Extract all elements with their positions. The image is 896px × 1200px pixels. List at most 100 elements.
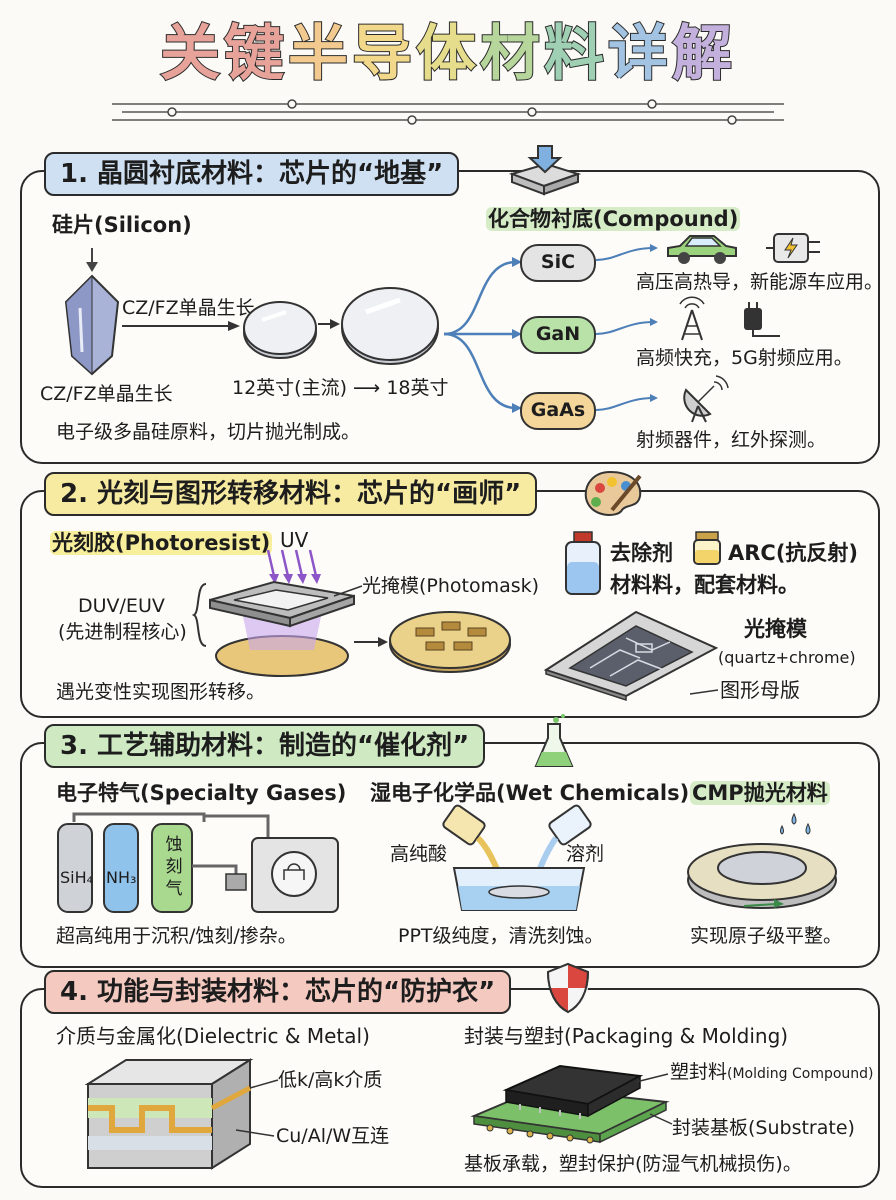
duv-euv-label: DUV/EUV xyxy=(78,595,165,617)
material-sic: SiC xyxy=(520,244,596,282)
wafer-12-icon xyxy=(243,301,317,359)
compound-branch-lines xyxy=(443,257,522,413)
molding-en-text: (Molding Compound) xyxy=(727,1066,874,1082)
mask-desc-pointer xyxy=(689,689,719,695)
section-1-heading: 1. 晶圆衬底材料：芯片的“地基” xyxy=(44,152,460,196)
aux-materials-label: 材料料，配套材料。 xyxy=(610,573,799,597)
silicon-label: 硅片(Silicon) xyxy=(52,213,192,237)
shield-icon xyxy=(546,962,590,1014)
cell-tower-icon xyxy=(679,296,705,341)
growth-arrow-label: CZ/FZ单晶生长 xyxy=(122,297,255,319)
gan-desc: 高频快充，5G射频应用。 xyxy=(636,347,853,369)
wafer-arrow xyxy=(318,319,340,329)
lowk-label: 低k/高k介质 xyxy=(278,1069,383,1091)
photoresist-note: 遇光变性实现图形转移。 xyxy=(56,681,266,703)
exposure-setup-icon xyxy=(209,580,355,677)
wet-bath-icon xyxy=(442,804,592,911)
gas-sih4-label: SiH₄ xyxy=(60,868,94,887)
gaas-desc: 射频器件，红外探测。 xyxy=(636,429,827,451)
interconnect-block-icon xyxy=(84,1058,254,1170)
cmp-note: 实现原子级平整。 xyxy=(690,925,843,947)
title-char-7: 料 xyxy=(543,18,608,90)
solvent-label: 溶剂 xyxy=(566,843,605,865)
cmp-label-text: CMP抛光材料 xyxy=(690,781,830,805)
cmp-pad-icon xyxy=(687,812,837,909)
gas-etch-char-3: 气 xyxy=(165,879,183,899)
wet-note: PPT级纯度，清洗刻蚀。 xyxy=(398,925,604,947)
wafer-size-caption: 12英寸(主流) ⟶ 18英寸 xyxy=(232,377,449,399)
uv-label: UV xyxy=(280,528,309,552)
lowk-pointer xyxy=(249,1079,279,1089)
packaging-label: 封装与塑封(Packaging & Molding) xyxy=(464,1024,789,1048)
section-3-heading: 3. 工艺辅助材料：制造的“催化剂” xyxy=(44,724,486,768)
remover-label: 去除剂 xyxy=(610,541,673,565)
electric-car-icon xyxy=(667,235,737,264)
cmp-label: CMP抛光材料 xyxy=(690,780,830,806)
title-char-1: 关 xyxy=(159,18,224,90)
section-lithography xyxy=(20,490,880,718)
photomask-plate-icon xyxy=(543,610,719,702)
gas-nh3-label: NH₃ xyxy=(106,868,137,887)
gases-note: 超高纯用于沉积/蚀刻/掺杂。 xyxy=(56,925,297,947)
growth-arrow xyxy=(122,321,240,331)
circuit-divider xyxy=(112,99,784,125)
ingot-caption: CZ/FZ单晶生长 xyxy=(40,383,173,405)
section-4-heading: 4. 功能与封装材料：芯片的“防护衣” xyxy=(44,970,512,1014)
title-char-3: 半 xyxy=(287,18,352,90)
chip-package-icon xyxy=(470,1064,670,1144)
charger-icon xyxy=(766,233,820,263)
title-char-4: 导 xyxy=(351,18,416,90)
remover-bottle-icon xyxy=(565,531,601,595)
mask-title: 光掩模 xyxy=(744,617,807,641)
photoresist-label-text: 光刻胶(Photoresist) xyxy=(50,531,273,555)
material-gaas: GaAs xyxy=(520,392,596,430)
palette-icon xyxy=(584,470,642,516)
section-2-heading: 2. 光刻与图形转移材料：芯片的“画师” xyxy=(44,472,538,516)
gas-etch-char-1: 蚀 xyxy=(165,835,183,855)
molding-pointer xyxy=(635,1073,669,1083)
photomask-label: 光掩模(Photomask) xyxy=(362,575,540,597)
flask-icon xyxy=(534,714,574,767)
cu-pointer xyxy=(235,1129,275,1137)
gas-etch-label: 蚀 刻 气 xyxy=(162,834,186,900)
arc-jar-icon xyxy=(693,531,721,565)
arc-label: ARC(抗反射) xyxy=(728,541,859,565)
usb-charger-icon xyxy=(744,302,780,337)
photoresist-label: 光刻胶(Photoresist) xyxy=(50,530,273,556)
compound-label-text: 化合物衬底(Compound) xyxy=(486,207,741,231)
cu-label: Cu/Al/W互连 xyxy=(276,1125,390,1147)
download-box-icon xyxy=(508,145,582,196)
gas-cylinders-icon xyxy=(57,812,339,913)
substrate-pointer xyxy=(649,1113,673,1125)
packaging-note: 基板承载，塑封保护(防湿气机械损伤)。 xyxy=(464,1153,802,1175)
material-gan: GaN xyxy=(520,316,596,354)
title-char-2: 键 xyxy=(223,18,288,90)
pattern-arrow xyxy=(354,637,388,647)
mask-pointer xyxy=(333,585,363,597)
title-char-9: 解 xyxy=(671,18,736,90)
gaas-arrow xyxy=(595,394,658,411)
mask-desc: 图形母版 xyxy=(720,678,800,702)
page-title: 关键半导体材料详解 xyxy=(0,14,896,94)
satellite-dish-icon xyxy=(683,375,729,423)
patterned-wafer-icon xyxy=(389,611,511,673)
substrate-label: 封装基板(Substrate) xyxy=(672,1117,855,1139)
acid-label: 高纯酸 xyxy=(390,843,448,865)
mask-subtitle: (quartz+chrome) xyxy=(718,648,856,667)
title-char-8: 详 xyxy=(607,18,672,90)
gas-etch-char-2: 刻 xyxy=(165,857,183,877)
gan-arrow xyxy=(595,318,658,335)
title-char-6: 材 xyxy=(479,18,544,90)
wet-chemicals-label: 湿电子化学品(Wet Chemicals) xyxy=(370,781,690,805)
brace xyxy=(191,583,207,647)
wafer-18-icon xyxy=(341,287,439,365)
gases-label: 电子特气(Specialty Gases) xyxy=(56,781,347,805)
molding-label: 塑封料(Molding Compound) xyxy=(670,1060,874,1086)
molding-text: 塑封料 xyxy=(670,1061,728,1083)
uv-rays-icon xyxy=(266,549,321,584)
silicon-note: 电子级多晶硅原料，切片抛光制成。 xyxy=(56,421,361,443)
sic-desc: 高压高热导，新能源车应用。 xyxy=(636,271,884,293)
duv-euv-note: (先进制程核心) xyxy=(58,621,187,643)
compound-label: 化合物衬底(Compound) xyxy=(486,206,741,232)
silicon-ingot-icon xyxy=(64,248,120,376)
